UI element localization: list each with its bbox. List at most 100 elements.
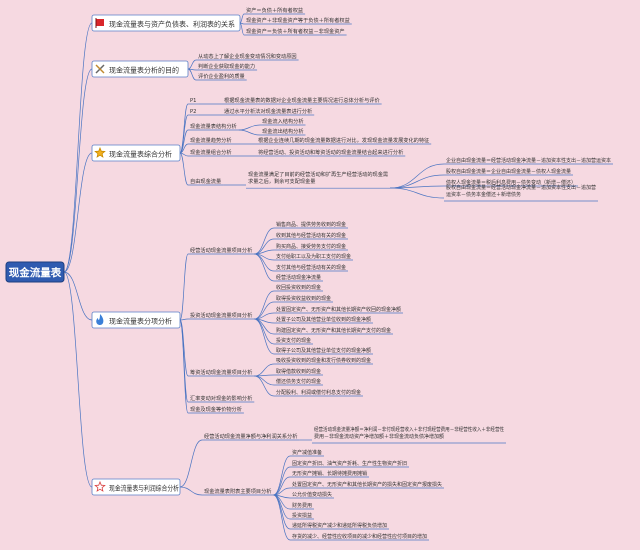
connector-line bbox=[179, 439, 203, 488]
connector-line bbox=[179, 319, 189, 414]
sub-branch-node: 筹资活动现金流量项目分析 bbox=[190, 368, 252, 376]
connector-line bbox=[254, 318, 275, 355]
leaf-node: 股权自由现金流量＝企业自由现金流量－债权人现金流量 bbox=[446, 168, 571, 175]
branch-node[interactable] bbox=[91, 478, 181, 496]
sub-branch-node: 现金流量表附表主要项目分析 bbox=[204, 487, 271, 495]
sub-branch-node: P2 bbox=[190, 109, 196, 115]
leaf-node: 根据现金流量表的数据对企业现金流量主要情况进行总体分析与评价 bbox=[224, 96, 380, 104]
connector-line bbox=[187, 59, 197, 70]
connector-line bbox=[63, 152, 93, 273]
branch-node[interactable] bbox=[91, 144, 181, 162]
leaf-node: 吸收投资收到的现金和发行债券收到的现金 bbox=[276, 357, 371, 364]
leaf-node: 财务费用 bbox=[292, 502, 312, 509]
leaf-node: 公允价值变动损失 bbox=[292, 491, 332, 498]
branch-label: 现金流量表与利润综合分析 bbox=[109, 484, 179, 493]
leaf-node: 根据企业连续几期的现金流量数据进行对比，发现现金流量发展变化的特征 bbox=[258, 136, 429, 144]
flame-icon bbox=[96, 314, 104, 325]
connector-line bbox=[390, 163, 445, 189]
sub-branch-node: 经营活动现金流量净额与净利润关系分析 bbox=[204, 432, 297, 440]
leaf-node: 从动态上了解企业现金变动情况和变动原因 bbox=[198, 52, 297, 60]
connector-line bbox=[63, 68, 93, 273]
red-flag-icon bbox=[95, 18, 104, 28]
connector-line bbox=[179, 129, 189, 154]
leaf-node: 固定资产折旧、油气资产折耗、生产性生物资产折旧 bbox=[292, 460, 407, 467]
sub-branch-node: 现金流量趋势分析 bbox=[190, 136, 232, 144]
connector-line bbox=[63, 271, 93, 488]
leaf-node: 收回投资收到的现金 bbox=[276, 284, 321, 291]
connector-line bbox=[390, 187, 445, 199]
leaf-node: 购买商品、接受劳务支付的现金 bbox=[276, 243, 346, 250]
leaf-node: 取得子公司及其他营业单位支付的现金净额 bbox=[276, 347, 371, 354]
leaf-node: 债权人现金流量＝税后利息费用－债务变动（新增－偿还） bbox=[446, 179, 576, 186]
sub-branch-node: 自由现金流量 bbox=[190, 177, 221, 185]
leaf-node: 资产减值准备 bbox=[292, 449, 322, 456]
connector-line bbox=[63, 271, 93, 321]
leaf-node: 企业自由现金流量＝经营活动现金净流量－追加资本性支出－追加营运资本 bbox=[446, 157, 611, 164]
connector-line bbox=[179, 103, 189, 154]
branch-label: 现金流量表综合分析 bbox=[109, 150, 172, 159]
leaf-node: 处置子公司及其他营业单位收到的现金净额 bbox=[276, 316, 371, 323]
leaf-node: 评价企业盈利的质量 bbox=[198, 72, 245, 80]
leaf-node: 取得借款收到的现金 bbox=[276, 368, 321, 375]
connector-line bbox=[254, 375, 275, 397]
sub-branch-node: 投资活动现金流量项目分析 bbox=[190, 311, 252, 319]
connector-line bbox=[273, 494, 291, 530]
leaf-node: 收到其他与经营活动有关的现金 bbox=[276, 232, 346, 239]
branch-node[interactable] bbox=[91, 14, 241, 32]
leaf-node: 现金流出结构分析 bbox=[262, 127, 304, 135]
leaf-node: 经营活动现金流量净额＝净利润－非付现经营收入＋非付现经营费用－非经营性收入＋非经… bbox=[314, 426, 504, 440]
connector-line bbox=[179, 114, 189, 154]
leaf-node: 购建固定资产、无形资产和其他长期资产支付的现金 bbox=[276, 327, 391, 334]
sub-branch-node: 现金流量表结构分析 bbox=[190, 122, 237, 130]
connector-line bbox=[254, 363, 275, 377]
branch-node[interactable] bbox=[91, 311, 181, 329]
leaf-node: 存货的减少、经营性应收项目的减少和经营性应付项目的增加 bbox=[292, 533, 427, 540]
root-node[interactable] bbox=[5, 261, 65, 283]
connector-line bbox=[63, 22, 93, 273]
branch-node[interactable] bbox=[91, 60, 189, 78]
star-icon bbox=[94, 146, 106, 158]
connector-line bbox=[273, 455, 291, 496]
leaf-node: 无形资产摊销、长期待摊费用摊销 bbox=[292, 470, 367, 477]
leaf-node: 支付给职工以及为职工支付的现金 bbox=[276, 253, 351, 260]
leaf-node: 取得投资收益收到的现金 bbox=[276, 295, 331, 302]
leaf-node: 现金流入结构分析 bbox=[262, 117, 304, 125]
leaf-node: 资产＝负债＋所有者权益 bbox=[246, 6, 303, 14]
connector-line bbox=[273, 466, 291, 496]
sub-branch-node: 现金及现金等价物分析 bbox=[190, 405, 242, 413]
leaf-node: 投资损益 bbox=[292, 512, 312, 519]
leaf-node: 现金资产＝负债＋所有者权益－非现金资产 bbox=[246, 27, 345, 35]
connector-line bbox=[179, 253, 189, 321]
outline-star-icon bbox=[94, 480, 106, 492]
connector-line bbox=[179, 486, 203, 496]
connector-line bbox=[179, 152, 189, 157]
sub-branch-node: 现金流量组合分析 bbox=[190, 148, 232, 156]
sub-branch-node: 汇率变动对现金的影响分析 bbox=[190, 394, 252, 402]
leaf-node: 处置固定资产、无形资产和其他长期资产收回的现金净额 bbox=[276, 306, 401, 313]
branch-label: 现金流量表分析的目的 bbox=[109, 66, 179, 75]
leaf-node: 将经营活动、投资活动和筹资活动的现金流量结合起来进行分析 bbox=[258, 148, 403, 156]
connector-line bbox=[273, 476, 291, 496]
leaf-node: 现金流量满足了目前的经营活动和扩再生产经营活动的现金需求量之后，剩余可支配现金量 bbox=[248, 170, 388, 185]
connector-line bbox=[179, 152, 189, 186]
sub-branch-node: 经营活动现金流量项目分析 bbox=[190, 246, 252, 254]
connector-line bbox=[187, 68, 197, 81]
connector-line bbox=[273, 494, 291, 520]
leaf-node: 分配股利、利润或偿付利息支付的现金 bbox=[276, 389, 361, 396]
connector-line bbox=[238, 124, 261, 131]
leaf-node: 销售商品、提供劳务收到的现金 bbox=[276, 221, 346, 228]
leaf-node: 判断企业获取现金的能力 bbox=[198, 62, 255, 70]
leaf-node: 偿还债务支付的现金 bbox=[276, 378, 321, 385]
leaf-node: 投资支付的现金 bbox=[276, 337, 311, 344]
tools-icon bbox=[95, 64, 105, 74]
connector-line bbox=[254, 253, 275, 282]
leaf-node: 经营活动现金净流量 bbox=[276, 274, 321, 281]
connector-line bbox=[179, 318, 189, 321]
sub-branch-node: P1 bbox=[190, 98, 196, 104]
connector-line bbox=[238, 129, 261, 136]
connector-line bbox=[239, 22, 245, 36]
connector-line bbox=[273, 494, 291, 541]
connector-line bbox=[254, 290, 275, 320]
leaf-node: 通过水平分析法对现金流量表进行分析 bbox=[224, 107, 312, 115]
